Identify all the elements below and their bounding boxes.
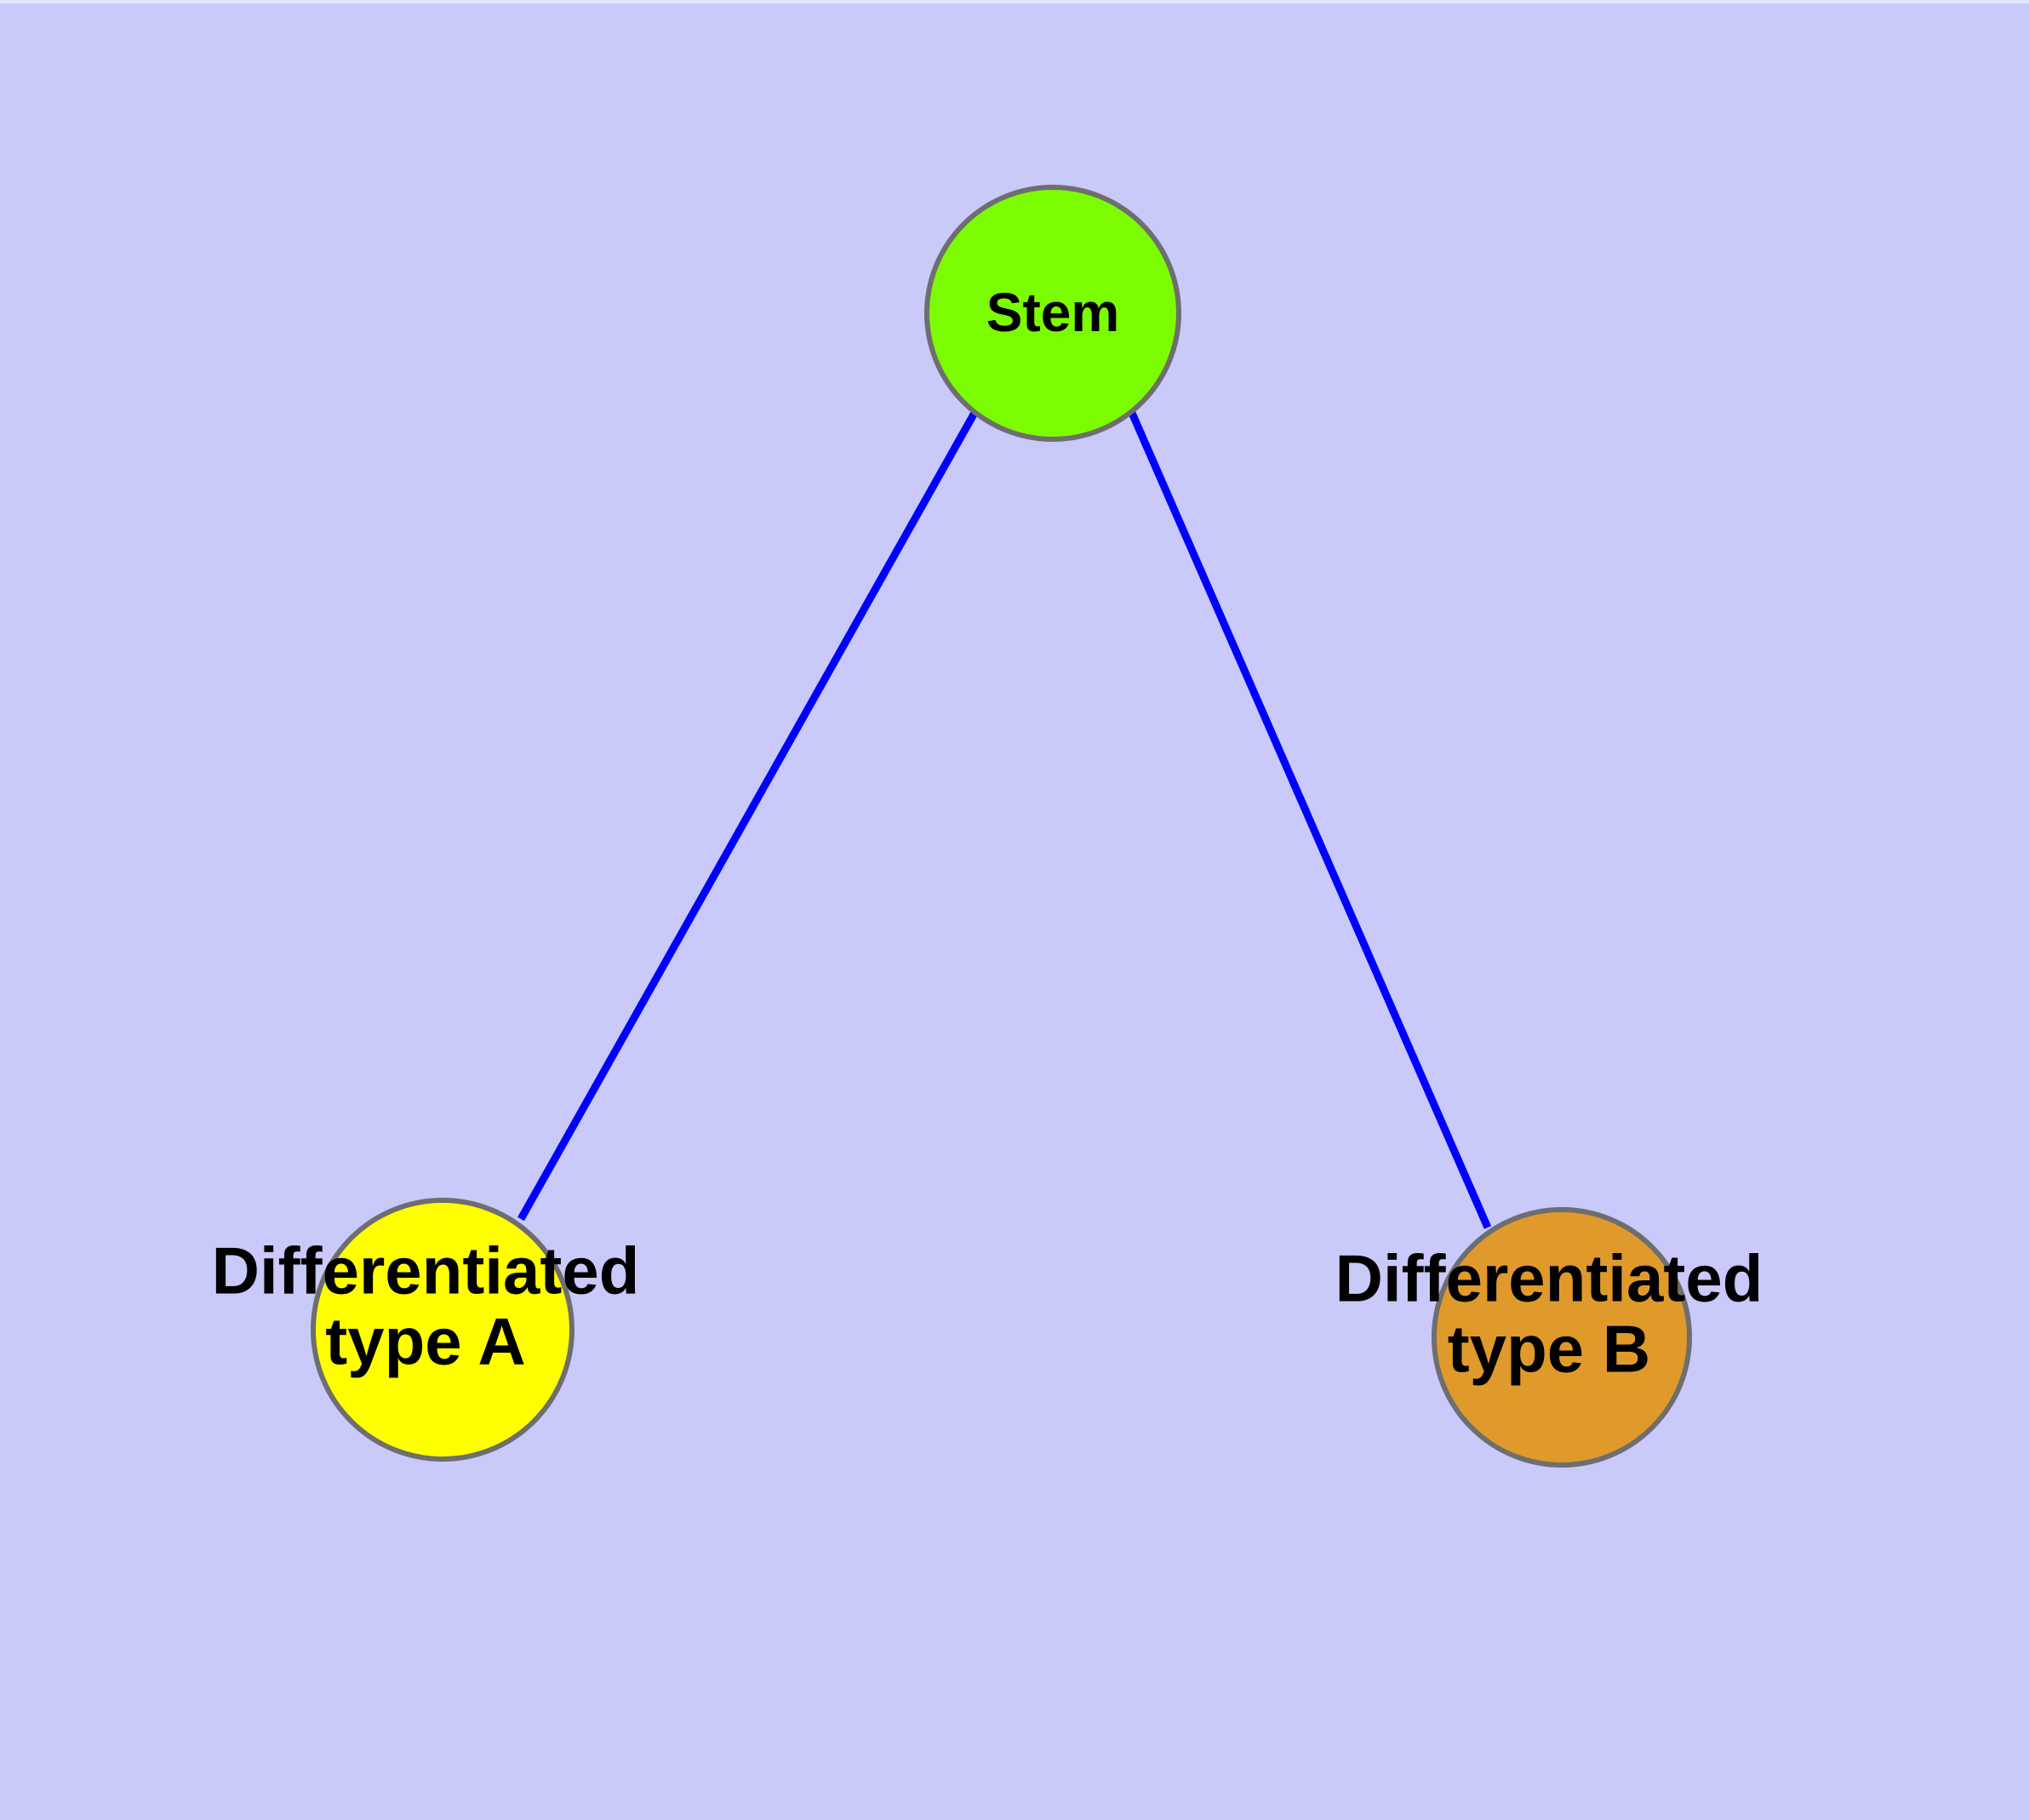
edge-stem-to-differentiated-type-b[interactable] [1128, 411, 1492, 1229]
edge-group [517, 410, 1492, 1229]
node-differentiated-type-b-circle[interactable] [1432, 1207, 1692, 1468]
node-stem-label: Stem [986, 282, 1120, 343]
node-stem[interactable]: Stem [924, 185, 1181, 442]
canvas-top-edge-strip [0, 0, 2029, 3]
node-differentiated-type-a-circle[interactable] [311, 1198, 574, 1462]
edge-stem-to-differentiated-type-a[interactable] [517, 410, 978, 1222]
node-stem-circle[interactable] [924, 185, 1181, 442]
